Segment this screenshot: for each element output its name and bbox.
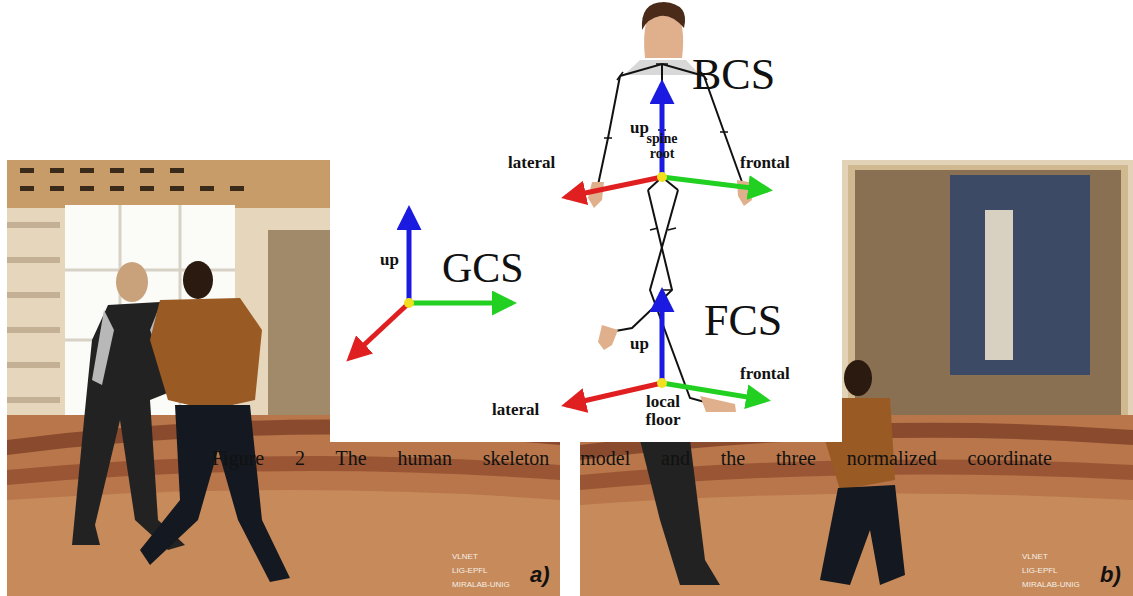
label-holder: FCS: [704, 296, 814, 347]
system-name: BCS: [692, 50, 812, 101]
panel-ground: [330, 0, 842, 442]
label-holder: GCS: [442, 244, 552, 292]
caption-holder: Figure 2 The human skeleton model and th…: [212, 447, 1052, 470]
wall-stripes: [7, 225, 60, 400]
axis-label: up: [380, 250, 420, 270]
axis-label: frontal: [740, 364, 820, 384]
axis-up: [407, 210, 412, 303]
video-wall: [268, 230, 330, 420]
label-holder: a): [530, 562, 558, 587]
label-holder: local floor: [636, 393, 690, 429]
video-curtain: [950, 175, 1090, 375]
label-holder: up: [630, 334, 670, 354]
label-holder: frontal: [740, 364, 820, 384]
label-holder: BCS: [692, 50, 812, 101]
skeleton: [598, 64, 742, 404]
joint-name: local floor: [636, 393, 690, 429]
axis-lateral: [350, 303, 409, 358]
screen-text: LIG-EPFL: [1022, 566, 1102, 575]
joint-name: spine root: [636, 132, 688, 161]
video-wall: [855, 170, 1121, 425]
label-holder: spine root: [636, 132, 688, 161]
label-holder: LIG-EPFL: [452, 566, 532, 575]
label-holder: MIRALAB-UNIG: [1022, 580, 1102, 589]
skeleton-panel: [330, 0, 842, 442]
label-holder: b): [1100, 562, 1128, 587]
axis-up: [660, 84, 665, 177]
label-holder: up: [380, 250, 420, 270]
origin-dot: [657, 172, 667, 182]
screen-text: LIG-EPFL: [452, 566, 532, 575]
panel-letter: b): [1100, 562, 1128, 587]
label-holder: LIG-EPFL: [1022, 566, 1102, 575]
origin-dot: [404, 298, 414, 308]
label-holder: frontal: [740, 153, 820, 173]
screen-text: MIRALAB-UNIG: [452, 580, 532, 589]
label-holder: lateral: [492, 400, 562, 420]
axis-frontal: [662, 177, 768, 190]
video-person: [985, 210, 1013, 360]
axis-label: lateral: [508, 153, 578, 173]
axis-label: lateral: [492, 400, 562, 420]
video-wall-frame: [848, 165, 1128, 430]
system-name: FCS: [704, 296, 814, 347]
head: [624, 2, 700, 75]
ceiling-lights: [20, 168, 244, 191]
label-holder: VLNET: [452, 552, 532, 561]
axis-lateral: [566, 177, 662, 197]
figure-caption: Figure 2 The human skeleton model and th…: [212, 447, 1052, 470]
label-holder: lateral: [508, 153, 578, 173]
axis-label: frontal: [740, 153, 820, 173]
axis-frontal: [409, 301, 512, 306]
screen-text: VLNET: [452, 552, 532, 561]
axis-label: up: [630, 334, 670, 354]
screen-text: VLNET: [1022, 552, 1102, 561]
label-holder: VLNET: [1022, 552, 1102, 561]
avatar-textured: [140, 261, 290, 582]
label-holder: MIRALAB-UNIG: [452, 580, 532, 589]
panel-letter: a): [530, 562, 558, 587]
screen-text: MIRALAB-UNIG: [1022, 580, 1102, 589]
axis-up: [660, 292, 665, 383]
system-name: GCS: [442, 244, 552, 292]
origin-dot: [657, 378, 667, 388]
